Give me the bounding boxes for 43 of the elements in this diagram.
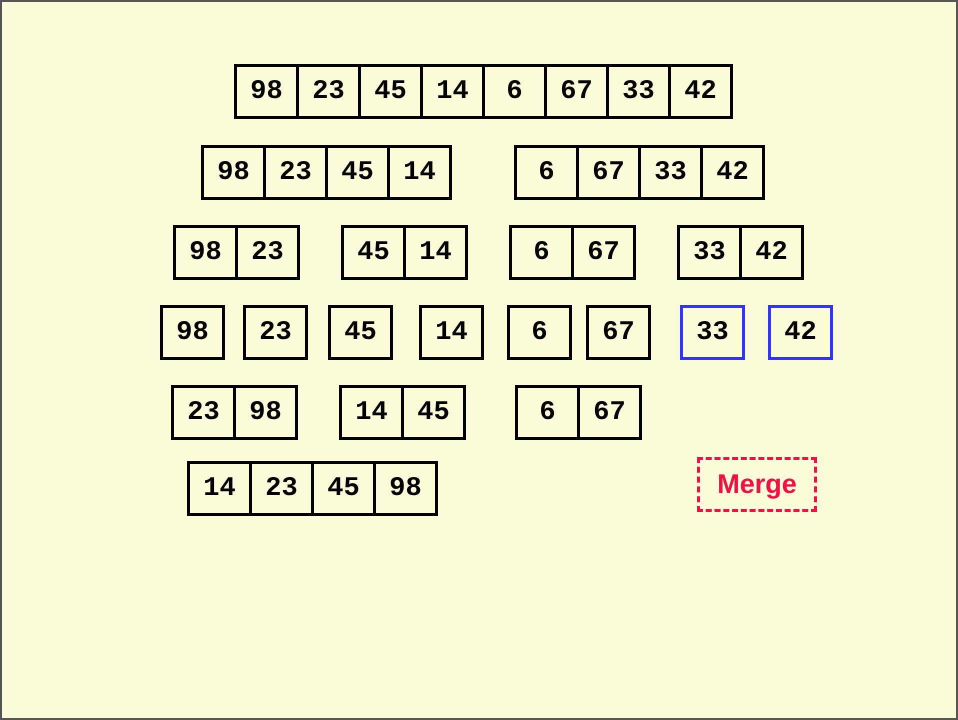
array-cell: 42 <box>700 145 765 200</box>
array-cell: 23 <box>249 461 314 516</box>
array-cell: 67 <box>577 385 642 440</box>
array-cell: 33 <box>606 64 671 119</box>
array-cell: 33 <box>638 145 703 200</box>
array-cell: 6 <box>482 64 547 119</box>
array-cell: 6 <box>507 305 572 360</box>
array-cell: 98 <box>160 305 225 360</box>
array-cell: 45 <box>401 385 466 440</box>
array-cell: 45 <box>311 461 376 516</box>
array-cell: 14 <box>419 305 484 360</box>
array-cell: 6 <box>509 225 574 280</box>
array-cell: 23 <box>296 64 361 119</box>
array-cell: 98 <box>234 64 299 119</box>
array-cell: 14 <box>187 461 252 516</box>
array-cell: 23 <box>235 225 300 280</box>
array-cell: 6 <box>514 145 579 200</box>
highlighted-array-cell: 33 <box>680 305 745 360</box>
array-cell: 42 <box>739 225 804 280</box>
array-cell: 98 <box>201 145 266 200</box>
array-cell: 45 <box>328 305 393 360</box>
array-cell: 67 <box>586 305 651 360</box>
array-cell: 98 <box>173 225 238 280</box>
array-cell: 98 <box>233 385 298 440</box>
array-cell: 14 <box>387 145 452 200</box>
array-cell: 67 <box>544 64 609 119</box>
array-cell: 98 <box>373 461 438 516</box>
merge-label: Merge <box>697 457 817 512</box>
array-cell: 67 <box>576 145 641 200</box>
highlighted-array-cell: 42 <box>768 305 833 360</box>
array-cell: 23 <box>263 145 328 200</box>
array-cell: 45 <box>341 225 406 280</box>
array-cell: 23 <box>243 305 308 360</box>
array-cell: 14 <box>420 64 485 119</box>
array-cell: 23 <box>171 385 236 440</box>
array-cell: 6 <box>515 385 580 440</box>
array-cell: 14 <box>339 385 404 440</box>
array-cell: 45 <box>358 64 423 119</box>
array-cell: 42 <box>668 64 733 119</box>
array-cell: 33 <box>677 225 742 280</box>
array-cell: 45 <box>325 145 390 200</box>
array-cell: 67 <box>571 225 636 280</box>
array-cell: 14 <box>403 225 468 280</box>
